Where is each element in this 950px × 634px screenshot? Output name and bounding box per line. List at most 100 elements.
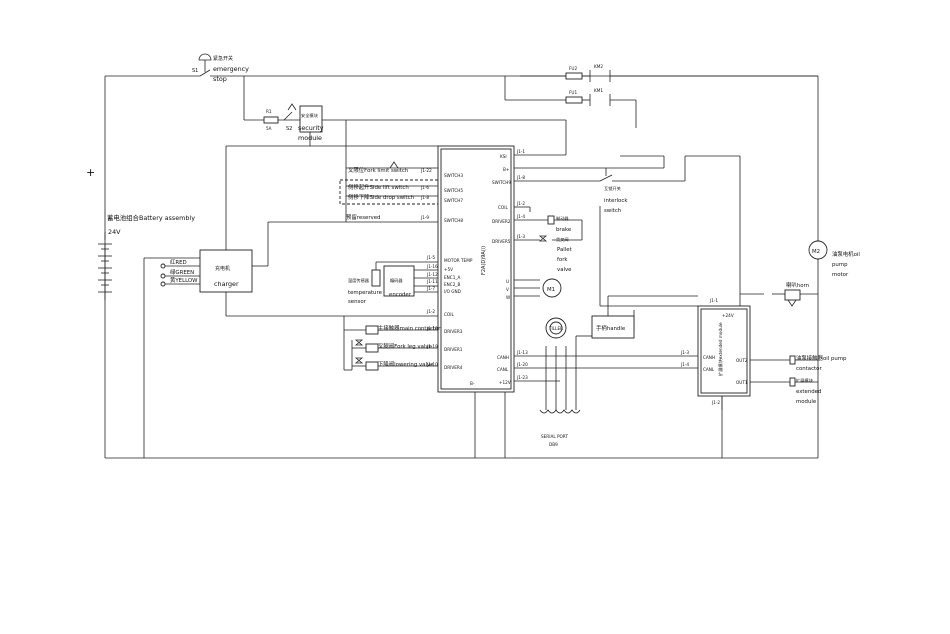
ext-module-en-2: module xyxy=(796,399,817,405)
brake-block: 制动器 brake 货叉阀 Pallet fork valve xyxy=(538,215,572,273)
ext-canh: CANH xyxy=(703,355,715,360)
oil-pump-motor-2: pump xyxy=(832,262,848,268)
ext-pin-j1-1: J1-1 xyxy=(709,298,718,303)
security-en-1: security xyxy=(298,124,324,132)
ctrl-ksi: KSI xyxy=(500,154,507,159)
ctrl-switch8: SWITCH8 xyxy=(444,218,463,223)
fork-leg-valve: 叉腿阀Fork leg valve xyxy=(378,342,433,350)
oil-pump-contactor-1: 油泵接触器oil pump xyxy=(796,354,847,362)
sensor-block: 编码器 encoder 温度传感器 temperature sensor xyxy=(348,265,415,305)
controller: SWITCH3 SWITCH5 SWITCH7 SWITCH8 MOTOR TE… xyxy=(426,145,528,393)
battery-voltage: 24V xyxy=(108,228,121,236)
battery-assembly: + 蓄电池组合Battery assembly 24V xyxy=(86,166,195,293)
ext-module-en-1: extended xyxy=(796,389,821,395)
pin-j1-7: J1-7 xyxy=(426,286,435,291)
temp-en-2: sensor xyxy=(348,299,367,305)
km1-label: KM1 xyxy=(594,88,603,93)
pallet-en-3: valve xyxy=(557,267,572,273)
brake-cn: 制动器 xyxy=(556,215,569,222)
km2-label: KM2 xyxy=(594,64,603,69)
ctrl-driver2: DRIVER2 xyxy=(492,219,511,224)
ctrl-driver1: DRIVER1 xyxy=(444,347,463,352)
pin-j1-16: J1-16 xyxy=(426,264,438,269)
ext-canl: CANL xyxy=(703,367,715,372)
ctrl-io-gnd: I/O GND xyxy=(444,289,461,294)
brake-en: brake xyxy=(556,227,572,233)
ctrl-coil-left: COIL xyxy=(444,312,454,317)
ctrl-u: U xyxy=(506,279,509,284)
pin-j1-18: J1-18 xyxy=(426,326,438,331)
encoder-en: encoder xyxy=(389,292,412,298)
estop-en-2: stop xyxy=(213,75,227,83)
ext-pin-j1-2: J1-2 xyxy=(711,400,720,405)
ctrl-bplus: B+ xyxy=(503,167,510,172)
temp-en-1: temperature xyxy=(348,290,383,296)
ctrl-switch5: SWITCH5 xyxy=(444,188,463,193)
ctrl-driver3: DRIVER3 xyxy=(444,329,463,334)
estop-cn: 紧急开关 xyxy=(213,55,233,62)
extended-module: 扩展模块extended module +24V CANH CANL OUT2 … xyxy=(680,298,818,405)
interlock-en-2: switch xyxy=(604,208,621,214)
charger-block: 充电机 charger 红RED 绿GREEN 黄YELLOW xyxy=(160,249,253,293)
serial-port-1: SERIAL PORT xyxy=(541,434,568,439)
ext-out2: OUT2 xyxy=(736,358,748,363)
ctrl-driver4: DRIVER4 xyxy=(444,365,463,370)
pin-j1-22: J1-22 xyxy=(420,168,432,173)
ext-module-cn: 扩展模块 xyxy=(796,377,814,384)
pin-j1-23: J1-23 xyxy=(516,375,528,380)
charger-cn: 充电机 xyxy=(215,265,230,272)
pin-j1-5: J1-5 xyxy=(426,255,435,260)
ext-pin-j1-4: J1-4 xyxy=(680,362,689,367)
wire-green: 绿GREEN xyxy=(170,268,194,276)
wire-red: 红RED xyxy=(170,258,187,266)
controller-model: F2A(D)9A(i) xyxy=(481,246,487,275)
handle-label: 手柄handle xyxy=(596,324,626,332)
encoder-cn: 编码器 xyxy=(390,277,403,284)
pallet-cn: 货叉阀 xyxy=(556,236,569,243)
pin-j1-8: J1-8 xyxy=(420,195,429,200)
pin-j1-9: J1-9 xyxy=(420,215,429,220)
m2-label: M2 xyxy=(812,249,820,255)
ctrl-canl: CANL xyxy=(497,367,509,372)
ext-module-label: 扩展模块extended module xyxy=(717,322,724,376)
temp-cn: 温度传感器 xyxy=(348,277,370,284)
pin-j1-20: J1-20 xyxy=(516,362,528,367)
fork-limit-switch: 叉限位Fork limit switch xyxy=(348,166,408,174)
estop-en-1: emergency xyxy=(213,65,249,73)
switch-inputs: 叉限位Fork limit switch 侧移起升Side lift switc… xyxy=(339,161,439,221)
ctrl-enc-a: ENC1_A xyxy=(444,275,460,280)
pin-j1-10: J1-10 xyxy=(426,362,438,367)
ctrl-canh: CANH xyxy=(497,355,509,360)
side-lift-switch: 侧移起升Side lift switch xyxy=(348,183,409,191)
r1-label: R1 xyxy=(266,109,272,114)
ctrl-bminus: B- xyxy=(470,381,475,386)
pin-j1-19: J1-19 xyxy=(426,344,438,349)
security-en-2: module xyxy=(298,134,322,142)
fuse-km-block: FU2 KM2 FU1 KM1 xyxy=(565,64,611,106)
plus-sign: + xyxy=(86,166,95,179)
estop-code: S1 xyxy=(192,68,198,74)
pin-j1-3: J1-3 xyxy=(516,234,525,239)
pin-j1-2-left: J1-2 xyxy=(426,309,435,314)
ctrl-motor-temp: MOTOR TEMP xyxy=(444,258,473,263)
oil-pump-contactor-2: contactor xyxy=(796,366,822,372)
motor-m1: M1 xyxy=(542,278,562,298)
pallet-en-1: Pallet xyxy=(557,247,572,253)
emergency-stop: S1 紧急开关 emergency stop xyxy=(192,53,249,83)
ext-out1: OUT1 xyxy=(736,380,748,385)
pin-j1-12: J1-12 xyxy=(426,272,438,277)
security-block: R1 5A S2 安全模块 security module xyxy=(263,103,324,142)
ctrl-v: V xyxy=(506,287,509,292)
oil-pump-motor-3: motor xyxy=(832,272,849,278)
interlock-switch: 互锁开关 interlock switch xyxy=(599,168,628,214)
ctrl-switch7: SWITCH7 xyxy=(444,198,463,203)
ctrl-driver5: DRIVER5 xyxy=(492,239,511,244)
pin-j1-13: J1-13 xyxy=(516,350,528,355)
charger-en: charger xyxy=(214,280,239,288)
ext-24v: +24V xyxy=(722,313,734,318)
pin-j1-1: J1-1 xyxy=(516,149,525,154)
fuse-value: 5A xyxy=(266,126,272,131)
wire-yellow-cn: 黄YELLOW xyxy=(170,276,198,284)
reserved-switch: 预留reserved xyxy=(346,213,380,221)
